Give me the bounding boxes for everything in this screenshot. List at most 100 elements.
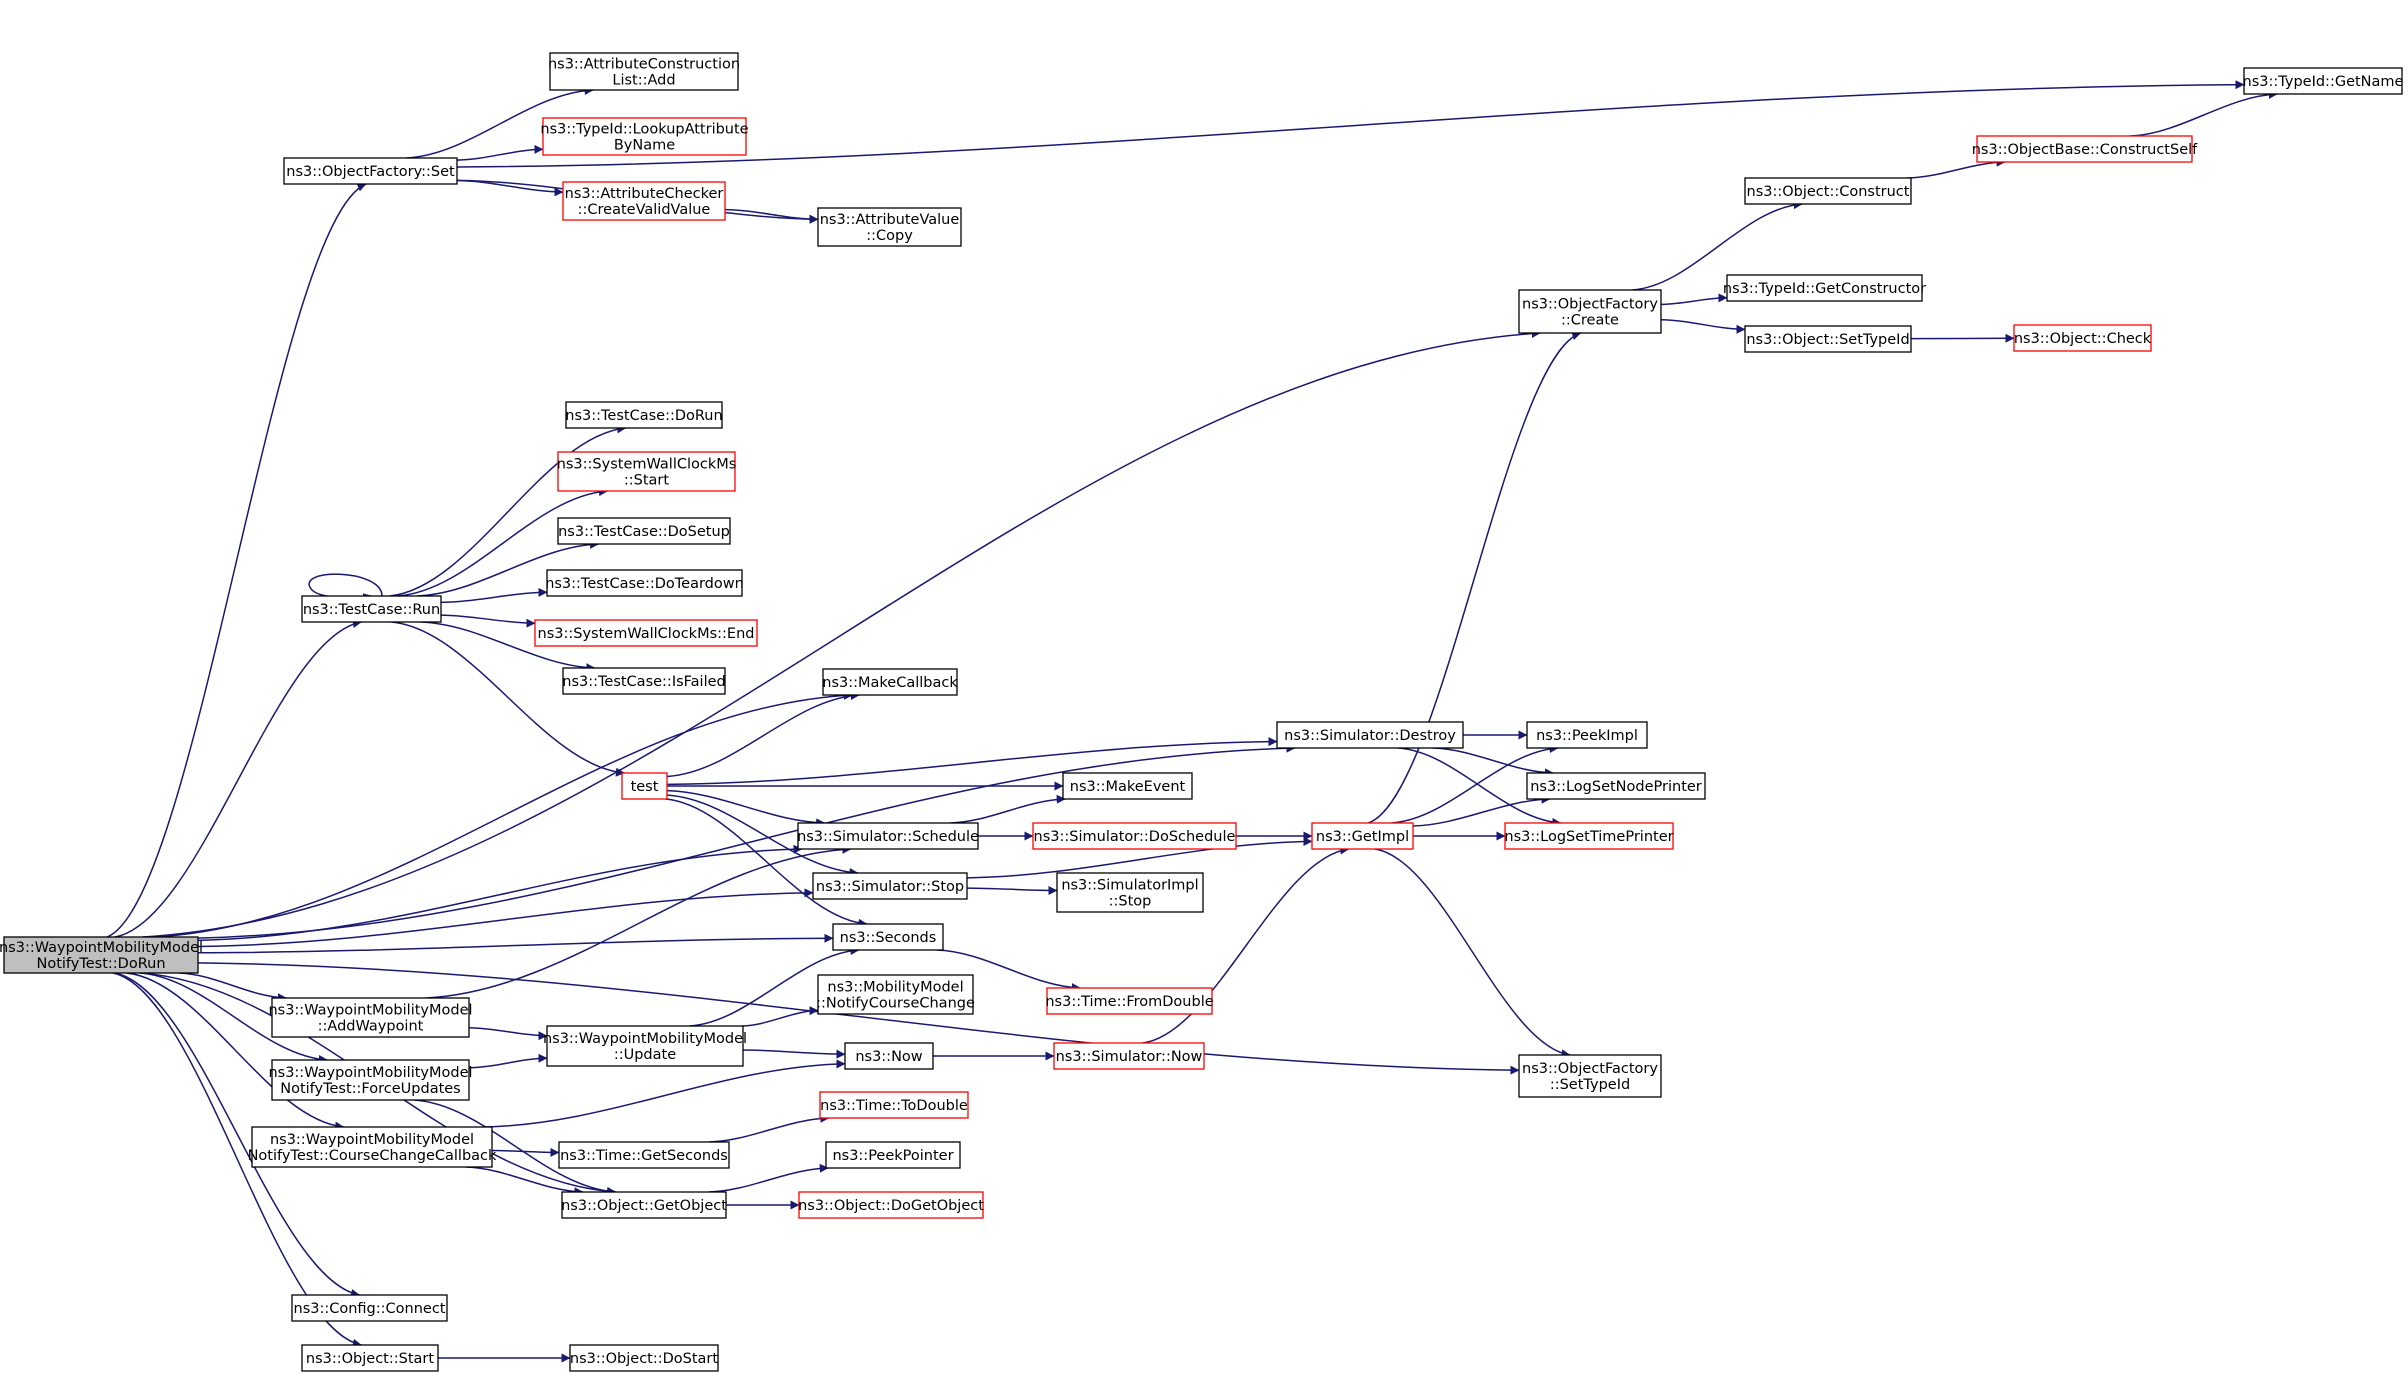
edge-sim_stop-to-getimpl <box>966 836 1313 879</box>
node-makeevent[interactable]: ns3::MakeEvent <box>1062 772 1193 800</box>
node-swc_end[interactable]: ns3::SystemWallClockMs::End <box>534 619 758 647</box>
node-object_construct[interactable]: ns3::Object::Construct <box>1744 177 1912 205</box>
node-config_connect[interactable]: ns3::Config::Connect <box>291 1294 448 1322</box>
node-typeid_getname[interactable]: ns3::TypeId::GetName <box>2243 67 2404 95</box>
node-box <box>565 401 723 429</box>
node-sim_now[interactable]: ns3::Simulator::Now <box>1053 1042 1205 1070</box>
node-getimpl[interactable]: ns3::GetImpl <box>1311 822 1414 850</box>
node-swc_start[interactable]: ns3::SystemWallClockMs::Start <box>557 451 737 492</box>
node-simimpl_stop[interactable]: ns3::SimulatorImpl::Stop <box>1056 872 1204 913</box>
node-label: ns3::LogSetNodePrinter <box>1530 779 1702 795</box>
node-objfactory_create[interactable]: ns3::ObjectFactory::Create <box>1518 289 1662 334</box>
node-root[interactable]: ns3::WaypointMobilityModelNotifyTest::Do… <box>0 936 203 974</box>
node-time_todouble[interactable]: ns3::Time::ToDouble <box>819 1091 969 1119</box>
node-sim_schedule[interactable]: ns3::Simulator::Schedule <box>797 822 979 850</box>
node-box <box>1526 772 1706 800</box>
node-box <box>1518 289 1662 334</box>
node-objfactory_set[interactable]: ns3::ObjectFactory::Set <box>283 157 458 185</box>
edge-getimpl-to-objfactory_settypeid <box>1374 848 1571 1059</box>
node-box <box>1056 872 1204 913</box>
node-testcase_dosetup[interactable]: ns3::TestCase::DoSetup <box>557 517 731 545</box>
node-box <box>301 1344 439 1372</box>
node-box <box>3 936 199 974</box>
node-label: ::NotifyCourseChange <box>816 996 975 1012</box>
edge-attrchecker_create-to-attrvalue_copy <box>724 208 819 224</box>
node-mm_notify[interactable]: ns3::MobilityModel::NotifyCourseChange <box>816 974 975 1015</box>
node-peekimpl[interactable]: ns3::PeekImpl <box>1526 721 1648 749</box>
node-now[interactable]: ns3::Now <box>844 1042 934 1070</box>
node-testcase_run[interactable]: ns3::TestCase::Run <box>301 595 442 623</box>
node-testcase_doteardown[interactable]: ns3::TestCase::DoTeardown <box>545 569 744 597</box>
node-box <box>844 1042 934 1070</box>
node-label: NotifyTest::CourseChangeCallback <box>248 1148 497 1164</box>
node-wmmt_forceupdates[interactable]: ns3::WaypointMobilityModelNotifyTest::Fo… <box>268 1059 473 1101</box>
edge-objfactory_set-to-typeid_getname <box>456 80 2245 168</box>
node-label: ns3::ObjectFactory <box>1522 297 1658 313</box>
node-objbase_constructself[interactable]: ns3::ObjectBase::ConstructSelf <box>1972 135 2198 163</box>
node-attrvalue_copy[interactable]: ns3::AttributeValue::Copy <box>817 207 962 247</box>
node-peekpointer[interactable]: ns3::PeekPointer <box>825 1141 961 1169</box>
edge-test-to-seconds <box>665 798 868 928</box>
node-label: ns3::Config::Connect <box>294 1301 446 1317</box>
node-attrchecker_create[interactable]: ns3::AttributeChecker::CreateValidValue <box>562 181 726 221</box>
node-box <box>291 1294 448 1322</box>
node-label: ns3::MobilityModel <box>827 980 963 996</box>
edge-root-to-sim_schedule <box>197 844 803 942</box>
node-wmm_update[interactable]: ns3::WaypointMobilityModel::Update <box>543 1025 747 1067</box>
node-test[interactable]: test <box>621 772 668 800</box>
edge-sim_destroy-to-logtimeprinter <box>1398 747 1562 827</box>
node-time_getseconds[interactable]: ns3::Time::GetSeconds <box>558 1141 730 1169</box>
node-objfactory_settypeid[interactable]: ns3::ObjectFactory::SetTypeId <box>1518 1054 1662 1098</box>
node-logtimeprinter[interactable]: ns3::LogSetTimePrinter <box>1504 822 1674 850</box>
node-label: ns3::WaypointMobilityModel <box>543 1031 747 1047</box>
edge-objfactory_create-to-object_settypeid <box>1660 318 1746 334</box>
node-box <box>546 569 743 597</box>
node-box <box>621 772 668 800</box>
edge-testcase_run-to-testcase_dorun <box>389 424 627 597</box>
node-box <box>283 157 458 185</box>
node-label: ns3::Object::Construct <box>1747 184 1910 200</box>
edge-root-to-makecallback <box>152 690 853 938</box>
node-object_getobject[interactable]: ns3::Object::GetObject <box>561 1191 727 1219</box>
node-typeid_getconstructor[interactable]: ns3::TypeId::GetConstructor <box>1723 274 1926 302</box>
node-box <box>819 1091 969 1119</box>
node-time_fromdouble[interactable]: ns3::Time::FromDouble <box>1045 987 1214 1015</box>
edge-sim_schedule-to-makeevent <box>950 794 1066 824</box>
node-lognodeprinter[interactable]: ns3::LogSetNodePrinter <box>1526 772 1706 800</box>
node-testcase_dorun[interactable]: ns3::TestCase::DoRun <box>565 401 723 429</box>
node-label: ByName <box>614 138 675 154</box>
node-box <box>251 1126 493 1168</box>
node-box <box>2013 324 2152 352</box>
node-makecallback[interactable]: ns3::MakeCallback <box>822 668 958 696</box>
node-label: ns3::SystemWallClockMs <box>557 457 737 473</box>
node-object_dogetobject[interactable]: ns3::Object::DoGetObject <box>798 1191 984 1219</box>
node-seconds[interactable]: ns3::Seconds <box>832 923 944 951</box>
node-wmm_addwaypoint[interactable]: ns3::WaypointMobilityModel::AddWaypoint <box>268 997 473 1038</box>
node-sim_doschedule[interactable]: ns3::Simulator::DoSchedule <box>1032 822 1237 850</box>
node-label: ns3::ObjectFactory <box>1522 1061 1658 1077</box>
node-box <box>825 1141 961 1169</box>
node-label: ns3::Seconds <box>840 930 937 946</box>
node-label: ::Create <box>1561 313 1619 329</box>
node-sim_stop[interactable]: ns3::Simulator::Stop <box>812 872 968 900</box>
edge-root-to-config_connect <box>114 972 361 1298</box>
node-box <box>1526 721 1648 749</box>
node-box <box>561 1191 727 1219</box>
node-label: ns3::WaypointMobilityModel <box>268 1003 472 1019</box>
node-label: ns3::Time::GetSeconds <box>560 1148 728 1164</box>
node-object_check[interactable]: ns3::Object::Check <box>2013 324 2152 352</box>
node-object_settypeid[interactable]: ns3::Object::SetTypeId <box>1744 325 1912 353</box>
edge-root-to-objfactory_set <box>106 183 367 938</box>
node-label: ns3::TestCase::IsFailed <box>562 674 725 690</box>
node-wmmt_ccc[interactable]: ns3::WaypointMobilityModelNotifyTest::Co… <box>248 1126 497 1168</box>
node-object_start[interactable]: ns3::Object::Start <box>301 1344 439 1372</box>
node-object_dostart[interactable]: ns3::Object::DoStart <box>569 1344 719 1372</box>
node-label: ns3::MakeCallback <box>822 675 958 691</box>
edge-object_getobject-to-peekpointer <box>708 1163 829 1193</box>
node-testcase_isfailed[interactable]: ns3::TestCase::IsFailed <box>562 667 726 695</box>
edge-testcase_run-to-testcase_dosetup <box>416 539 600 597</box>
node-sim_destroy[interactable]: ns3::Simulator::Destroy <box>1276 721 1464 749</box>
